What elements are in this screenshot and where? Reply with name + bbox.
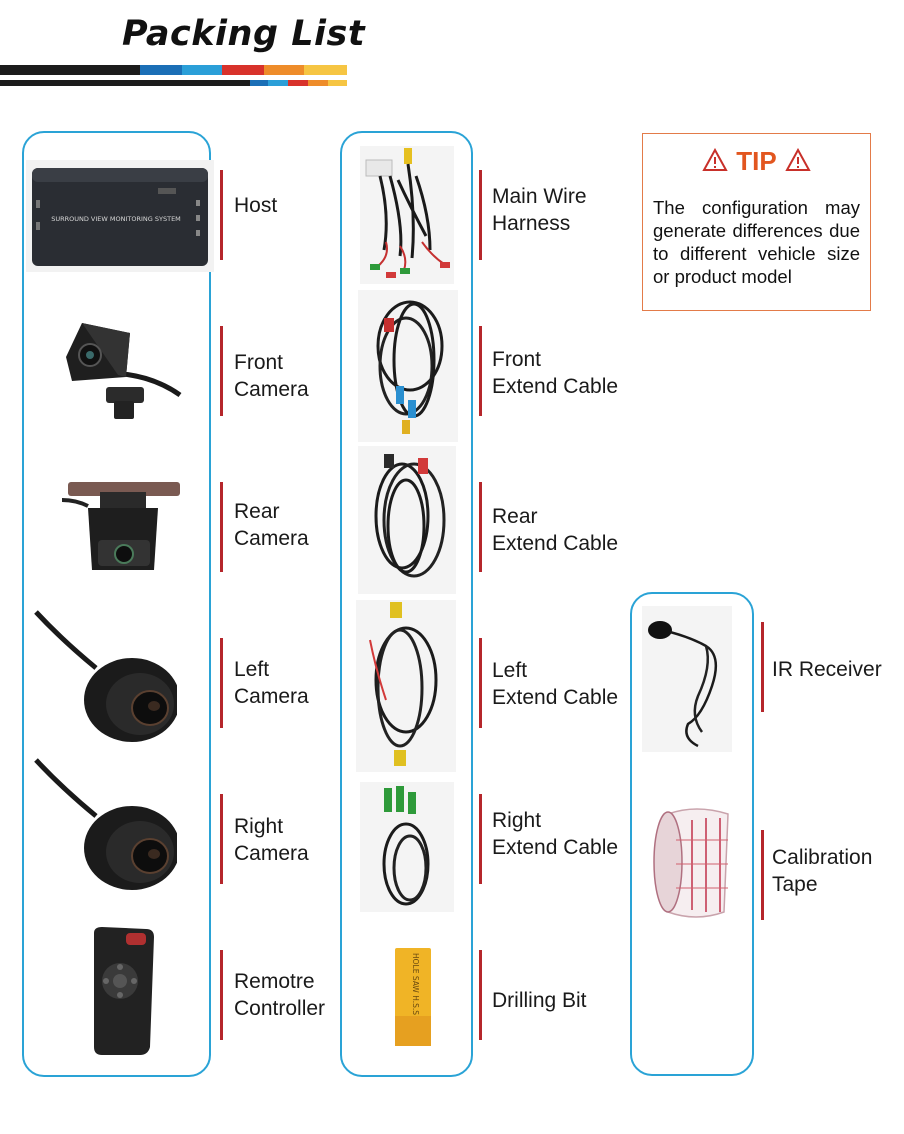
stripe-segment — [308, 80, 328, 86]
tip-text: The configuration may generate differenc… — [653, 197, 860, 287]
panel-column-2 — [340, 131, 473, 1077]
divider — [479, 326, 482, 416]
stripe-segment — [268, 80, 288, 86]
stripe-segment — [288, 80, 308, 86]
drill-box-text: HOLE SAW H.S.S — [411, 953, 420, 1015]
item-label-right-extend-cable: Right Extend Cable — [492, 809, 619, 859]
item-label-main-wire-harness: Main Wire Harness — [492, 185, 587, 235]
rear-camera-photo — [60, 478, 185, 580]
panel-column-3 — [630, 592, 754, 1076]
divider — [761, 830, 764, 920]
divider — [479, 482, 482, 572]
calibration-tape-photo — [652, 800, 738, 924]
right-extend-cable-photo — [360, 782, 454, 912]
rear-extend-cable-photo — [358, 446, 456, 594]
stripe-segment — [140, 65, 182, 75]
divider — [220, 482, 223, 572]
item-label-remote-controller: Remotre Controller — [234, 970, 326, 1020]
stripe-segment — [0, 65, 140, 75]
host-device-photo: SURROUND VIEW MONITORING SYSTEM — [26, 160, 214, 272]
header-stripe-top — [0, 65, 347, 75]
item-label-ir-receiver: IR Receiver — [772, 658, 882, 681]
stripe-segment — [304, 65, 347, 75]
stripe-segment — [0, 80, 250, 86]
stripe-segment — [250, 80, 268, 86]
item-label-rear-extend-cable: Rear Extend Cable — [492, 505, 619, 555]
stripe-segment — [328, 80, 347, 86]
divider — [479, 638, 482, 728]
divider — [479, 794, 482, 884]
item-label-front-camera: Front Camera — [234, 351, 309, 401]
divider — [220, 326, 223, 416]
divider — [220, 950, 223, 1040]
drilling-bit-photo: HOLE SAW H.S.S — [392, 944, 434, 1050]
item-label-drilling-bit: Drilling Bit — [492, 989, 587, 1012]
warning-icon — [702, 147, 728, 179]
ir-receiver-photo — [642, 606, 732, 752]
host-device-text: SURROUND VIEW MONITORING SYSTEM — [51, 215, 181, 223]
divider — [220, 170, 223, 260]
divider — [761, 622, 764, 712]
tip-heading: TIP — [736, 146, 777, 176]
item-label-front-extend-cable: Front Extend Cable — [492, 348, 619, 398]
tip-heading-row: TIP — [643, 146, 870, 179]
tip-box: TIP The configuration may generate diffe… — [642, 133, 871, 311]
left-camera-photo — [32, 606, 180, 746]
warning-icon — [785, 147, 811, 179]
stripe-segment — [264, 65, 304, 75]
left-extend-cable-photo — [356, 600, 456, 772]
front-extend-cable-photo — [358, 290, 458, 442]
page-title: Packing List — [122, 14, 366, 54]
item-label-left-camera: Left Camera — [234, 658, 309, 708]
main-wire-harness-photo — [360, 146, 454, 284]
header-stripe-bottom — [0, 80, 347, 86]
divider — [220, 794, 223, 884]
front-camera-photo — [52, 315, 187, 425]
item-label-calibration-tape: Calibration Tape — [772, 846, 873, 896]
panel-column-1 — [22, 131, 211, 1077]
item-label-left-extend-cable: Left Extend Cable — [492, 659, 619, 709]
remote-controller-photo — [88, 925, 158, 1057]
divider — [220, 638, 223, 728]
item-label-rear-camera: Rear Camera — [234, 500, 309, 550]
item-label-host: Host — [234, 194, 278, 217]
stripe-segment — [222, 65, 264, 75]
right-camera-photo — [32, 754, 180, 894]
stripe-segment — [182, 65, 222, 75]
divider — [479, 170, 482, 260]
item-label-right-camera: Right Camera — [234, 815, 309, 865]
divider — [479, 950, 482, 1040]
